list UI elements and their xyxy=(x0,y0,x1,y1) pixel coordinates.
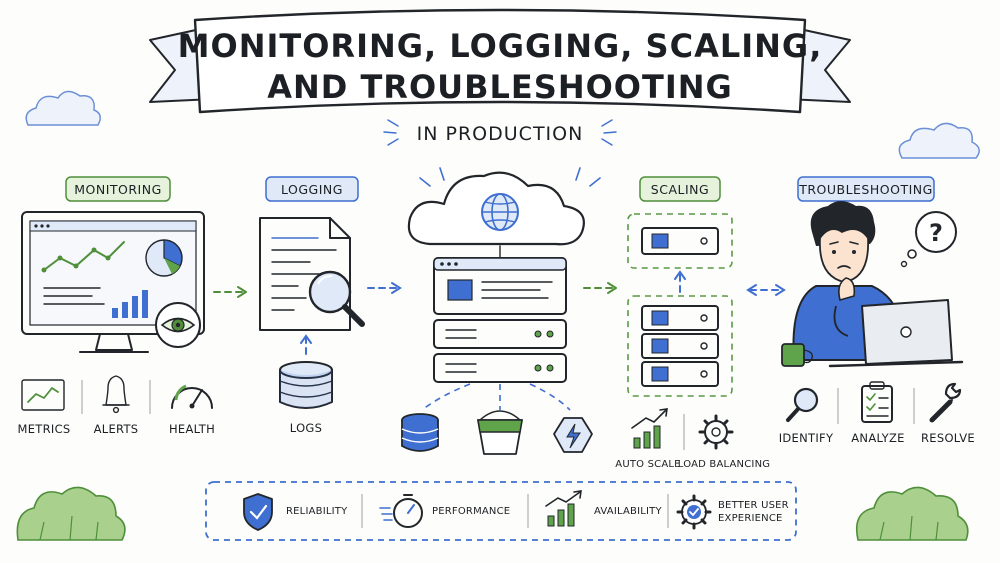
health-label: HEALTH xyxy=(169,422,215,436)
server-unit-1 xyxy=(433,319,567,349)
scaling-section: SCALING xyxy=(615,176,770,470)
stopwatch-icon xyxy=(379,494,423,528)
experience-label: EXPERIENCE xyxy=(718,513,783,524)
auto-scale-label: AUTO SCALE xyxy=(615,459,680,470)
server-window xyxy=(433,257,567,315)
bush-right-icon xyxy=(855,486,969,541)
database-icon xyxy=(401,413,439,452)
troubleshooting-pill xyxy=(797,176,935,202)
logs-label: LOGS xyxy=(290,421,322,435)
monitoring-pill-label: MONITORING xyxy=(74,182,162,197)
scaling-pill-label: SCALING xyxy=(651,182,709,197)
metrics-chart-icon xyxy=(21,379,65,411)
bell-icon xyxy=(102,375,130,414)
person-with-laptop-icon xyxy=(781,201,964,368)
logging-pill xyxy=(265,176,359,202)
banner-title-line2: AND TROUBLESHOOTING xyxy=(267,68,733,106)
title-banner: MONITORING, LOGGING, SCALING, AND TROUBL… xyxy=(149,8,851,114)
cloud-right-icon xyxy=(898,122,980,159)
alerts-label: ALERTS xyxy=(94,422,139,436)
thought-question-mark: ? xyxy=(929,219,943,247)
log-document-icon xyxy=(259,217,351,331)
banner-title-line1: MONITORING, LOGGING, SCALING, xyxy=(178,27,823,65)
scaling-node-3 xyxy=(641,361,719,387)
benefits-bar: RELIABILITY PERFORMANCE AVAILABILITY BET… xyxy=(205,481,797,541)
magnifier-icon xyxy=(308,270,365,327)
log-database-icon xyxy=(279,361,333,409)
cloud-server-stack xyxy=(401,167,601,455)
thought-bubble-icon: ? xyxy=(900,211,957,268)
logging-pill-label: LOGGING xyxy=(281,182,343,197)
magnifier-small-icon xyxy=(786,387,819,422)
troubleshooting-section: TROUBLESHOOTING ? xyxy=(779,176,975,445)
bush-left-icon xyxy=(16,486,126,541)
server-unit-2 xyxy=(433,353,567,383)
monitoring-section: MONITORING xyxy=(17,176,215,436)
identify-label: IDENTIFY xyxy=(779,431,834,445)
monitoring-pill xyxy=(65,176,171,202)
wrench-icon xyxy=(929,382,962,423)
scaling-cluster-box xyxy=(627,295,733,397)
banner-subtitle: IN PRODUCTION xyxy=(417,123,584,145)
reliability-label: RELIABILITY xyxy=(286,506,348,517)
cloud-left-icon xyxy=(25,90,101,126)
growth-bars-icon xyxy=(631,408,668,449)
storage-bucket-icon xyxy=(477,410,523,455)
clipboard-checklist-icon xyxy=(861,381,893,423)
cloud-globe-icon xyxy=(407,171,585,246)
analyze-label: ANALYZE xyxy=(851,431,905,445)
metrics-label: METRICS xyxy=(17,422,70,436)
troubleshooting-pill-label: TROUBLESHOOTING xyxy=(798,182,933,197)
resolve-label: RESOLVE xyxy=(921,431,975,445)
arrow-server-to-scaling xyxy=(583,282,617,294)
scaling-node-1 xyxy=(641,305,719,331)
availability-label: AVAILABILITY xyxy=(594,506,662,517)
lambda-function-icon xyxy=(553,417,593,453)
arrow-scaling-troubleshooting xyxy=(746,284,786,296)
scaling-node-top xyxy=(641,227,719,255)
subtitle: IN PRODUCTION xyxy=(383,119,617,146)
gear-check-icon xyxy=(676,494,712,530)
arrow-logging-to-server xyxy=(367,282,402,294)
logging-section: LOGGING LOGS xyxy=(259,176,365,435)
load-balancing-label: LOAD BALANCING xyxy=(678,459,770,470)
availability-growth-icon xyxy=(545,490,582,527)
scaling-node-2 xyxy=(641,333,719,359)
better-user-label: BETTER USER xyxy=(718,500,789,511)
gauge-icon xyxy=(171,384,213,409)
scaling-pill xyxy=(639,176,721,202)
performance-label: PERFORMANCE xyxy=(432,506,510,517)
gear-icon xyxy=(698,414,734,450)
arrow-monitoring-to-logging xyxy=(213,286,247,298)
monitor-dashboard-icon xyxy=(21,211,205,353)
shield-check-icon xyxy=(243,493,273,531)
scaling-single-node-box xyxy=(627,213,733,269)
